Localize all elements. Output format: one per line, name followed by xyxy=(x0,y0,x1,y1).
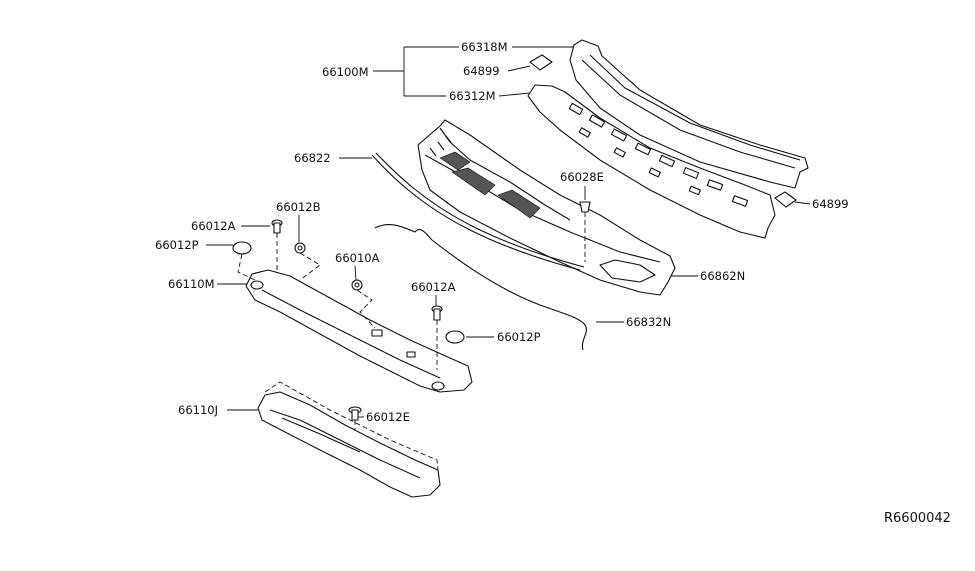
callout-66110m: 66110M xyxy=(168,277,215,291)
callout-66028e: 66028E xyxy=(560,170,604,184)
cowl-top-grille-66862n xyxy=(417,119,676,296)
callout-66312m: 66312M xyxy=(449,89,496,103)
bolt-66012a-left xyxy=(271,219,283,234)
clip-66010a xyxy=(351,279,363,291)
leader-lines xyxy=(206,46,811,418)
callout-66318m: 66318M xyxy=(461,40,508,54)
cowl-top-seal-66318m xyxy=(569,39,809,189)
clip-66012b xyxy=(294,242,306,254)
insulator-pad-64899-right xyxy=(774,191,797,208)
hose-66832n xyxy=(374,224,587,351)
callout-66012b: 66012B xyxy=(276,200,321,214)
plug-66012p-left xyxy=(232,241,252,255)
plug-66012p-mid xyxy=(445,330,465,344)
callout-66012p-left: 66012P xyxy=(155,238,199,252)
seal-strip-66822 xyxy=(371,152,585,271)
diagram-reference-code: R6600042 xyxy=(884,511,951,526)
callout-66012a-mid: 66012A xyxy=(411,280,456,294)
callout-64899-top: 64899 xyxy=(463,64,500,78)
bolt-66012e xyxy=(348,406,362,421)
lower-cowl-reinforcement-66110j xyxy=(257,381,441,498)
clip-66028e xyxy=(579,201,591,213)
bolt-66012a-mid xyxy=(431,305,443,321)
callout-66012p-mid: 66012P xyxy=(497,330,541,344)
callout-66012a-left: 66012A xyxy=(191,219,236,233)
insulator-pad-64899-top xyxy=(529,54,553,71)
callout-66012e: 66012E xyxy=(366,410,410,424)
callout-66832n: 66832N xyxy=(626,315,671,329)
lower-cowl-panel-66110m xyxy=(245,269,473,393)
cowl-top-panel-66312m xyxy=(527,84,776,239)
callout-66862n: 66862N xyxy=(700,269,745,283)
callout-66100m: 66100M xyxy=(322,65,369,79)
callout-64899-right: 64899 xyxy=(812,197,849,211)
callout-66110j: 66110J xyxy=(178,403,218,417)
callout-66822: 66822 xyxy=(294,151,331,165)
callout-66010a: 66010A xyxy=(335,251,380,265)
